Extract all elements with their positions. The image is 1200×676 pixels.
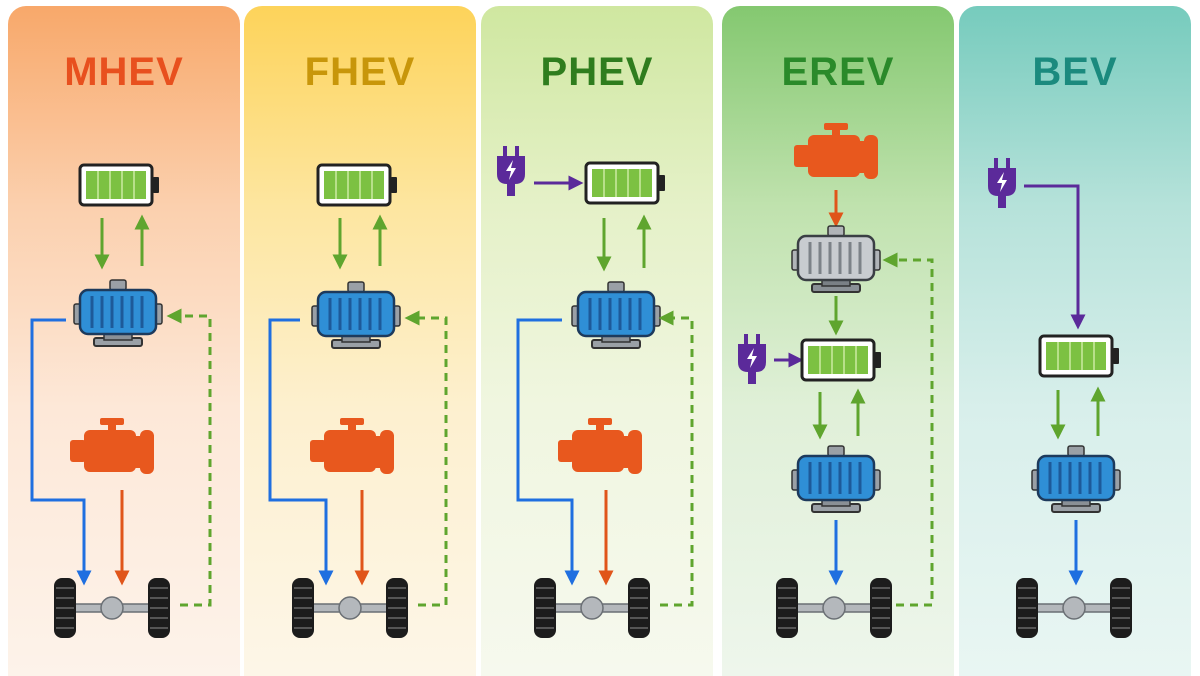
panel-title-fhev: FHEV [304,50,416,94]
flow-erev [738,123,934,639]
wheel-axle-icon [533,577,651,639]
flow-fhev [268,163,448,639]
wheel-axle-icon [1015,577,1133,639]
flow-mhev [30,163,212,639]
arrow-motor-to-wheels [516,318,580,586]
panel-title-mhev: MHEV [64,50,184,94]
battery-icon [1038,334,1121,378]
battery-icon [584,161,667,205]
combustion-engine-icon [310,418,394,474]
charging-plug-icon [738,334,766,384]
electric-motor-icon [1030,444,1122,514]
arrow-plug-to-battery [1024,184,1086,330]
arrow-regen-to-motor [404,310,448,607]
arrow-regen-to-motor [658,310,694,607]
flow-bev [988,158,1133,639]
electric-motor-icon [570,280,662,350]
charging-plug-icon [988,158,1016,208]
wheel-axle-icon [53,577,171,639]
combustion-engine-icon [794,123,878,179]
arrow-regen-to-generator [882,252,934,607]
charging-plug-icon [497,146,525,196]
combustion-engine-icon [558,418,642,474]
battery-icon [316,163,399,207]
arrow-motor-to-wheels [268,318,334,586]
electric-motor-icon [310,280,402,350]
electric-motor-icon [790,444,882,514]
battery-icon [800,338,883,382]
arrow-regen-to-motor [166,308,212,607]
battery-icon [78,163,161,207]
electric-motor-icon [72,278,164,348]
panel-title-phev: PHEV [540,50,654,94]
panel-title-erev: EREV [781,50,895,94]
combustion-engine-icon [70,418,154,474]
wheel-axle-icon [291,577,409,639]
panel-fhev: FHEV [244,6,476,676]
arrow-motor-to-wheels [30,318,92,586]
wheel-axle-icon [775,577,893,639]
flow-phev [497,146,694,639]
panel-title-bev: BEV [1032,50,1118,94]
generator-icon [790,224,882,294]
